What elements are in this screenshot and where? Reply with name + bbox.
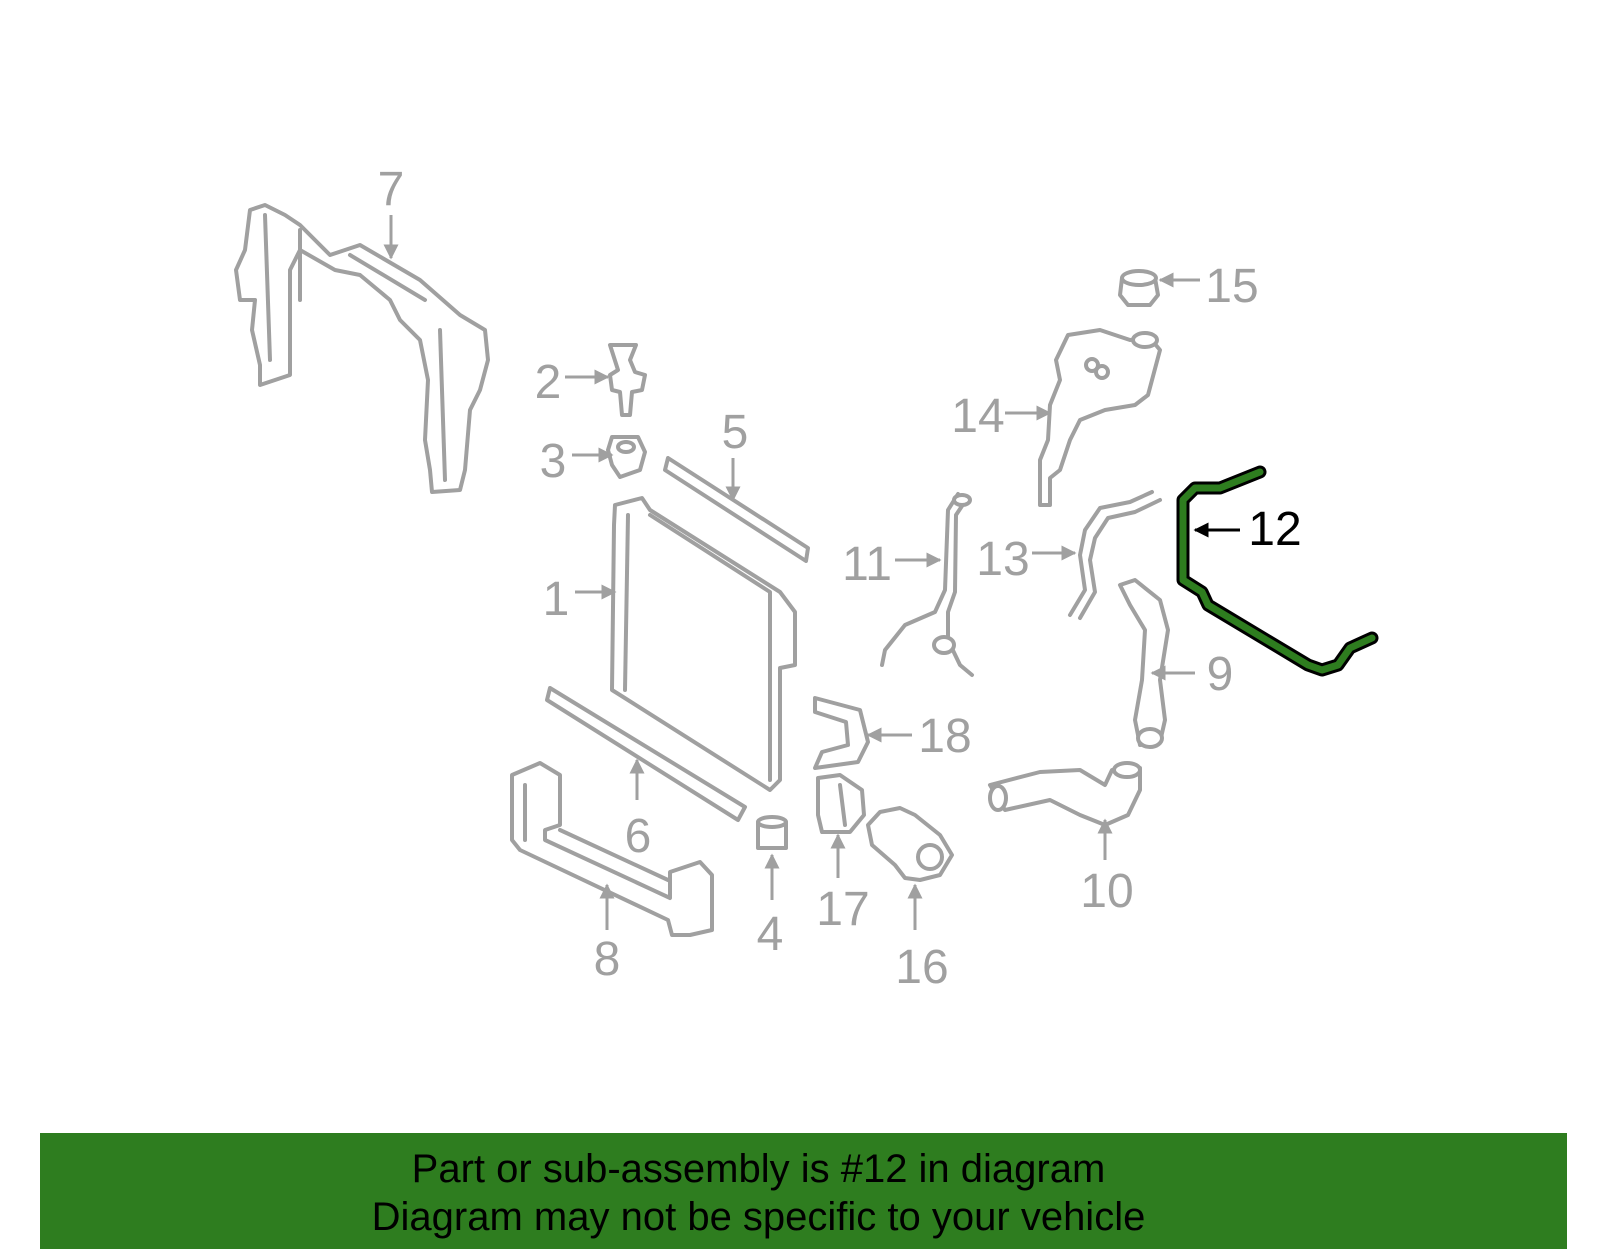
part-5-seal [663,456,810,563]
callout-1: 1 [543,573,570,626]
part-12-hose-highlighted [1176,465,1379,677]
part-16-pump [866,806,954,882]
part-3-grommet [606,435,647,479]
part-7-shroud [234,203,490,494]
callout-16: 16 [895,941,948,994]
info-banner: Part or sub-assembly is #12 in diagram D… [40,1133,1567,1249]
callout-4: 4 [757,908,784,961]
callout-17: 17 [816,883,869,936]
part-17-mount [816,773,866,834]
callout-labels: 7 2 3 5 1 6 8 4 17 16 18 11 13 14 15 9 1… [378,163,1302,994]
part-15-cap [1118,269,1160,307]
callout-9: 9 [1207,648,1234,701]
banner-line-1: Part or sub-assembly is #12 in diagram [411,1147,1106,1191]
part-18-clip [813,696,870,770]
part-1-radiator [610,496,797,792]
part-2-fastener [608,343,647,417]
callout-8: 8 [594,933,621,986]
part-6-seal [545,686,747,822]
callout-18: 18 [918,710,971,763]
callout-10: 10 [1080,865,1133,918]
part-10-hose [988,761,1142,827]
callout-2: 2 [535,356,562,409]
callout-12-highlighted: 12 [1248,503,1301,556]
banner-background [40,1133,1567,1249]
callout-15: 15 [1205,260,1258,313]
callout-13: 13 [976,533,1029,586]
banner-line-2: Diagram may not be specific to your vehi… [371,1195,1146,1239]
callout-6: 6 [625,810,652,863]
part-13-hose [1068,490,1162,620]
callout-3: 3 [540,435,567,488]
part-11-hose [880,492,974,677]
part-4-bushing [756,815,788,850]
part-8-bracket [510,761,714,937]
callout-11: 11 [842,538,892,591]
callout-arrows [383,215,1240,930]
part-14-reservoir [1038,328,1162,507]
callout-5: 5 [722,406,749,459]
part-9-hose [1118,578,1170,749]
callout-14: 14 [951,390,1004,443]
callout-7: 7 [378,163,405,216]
